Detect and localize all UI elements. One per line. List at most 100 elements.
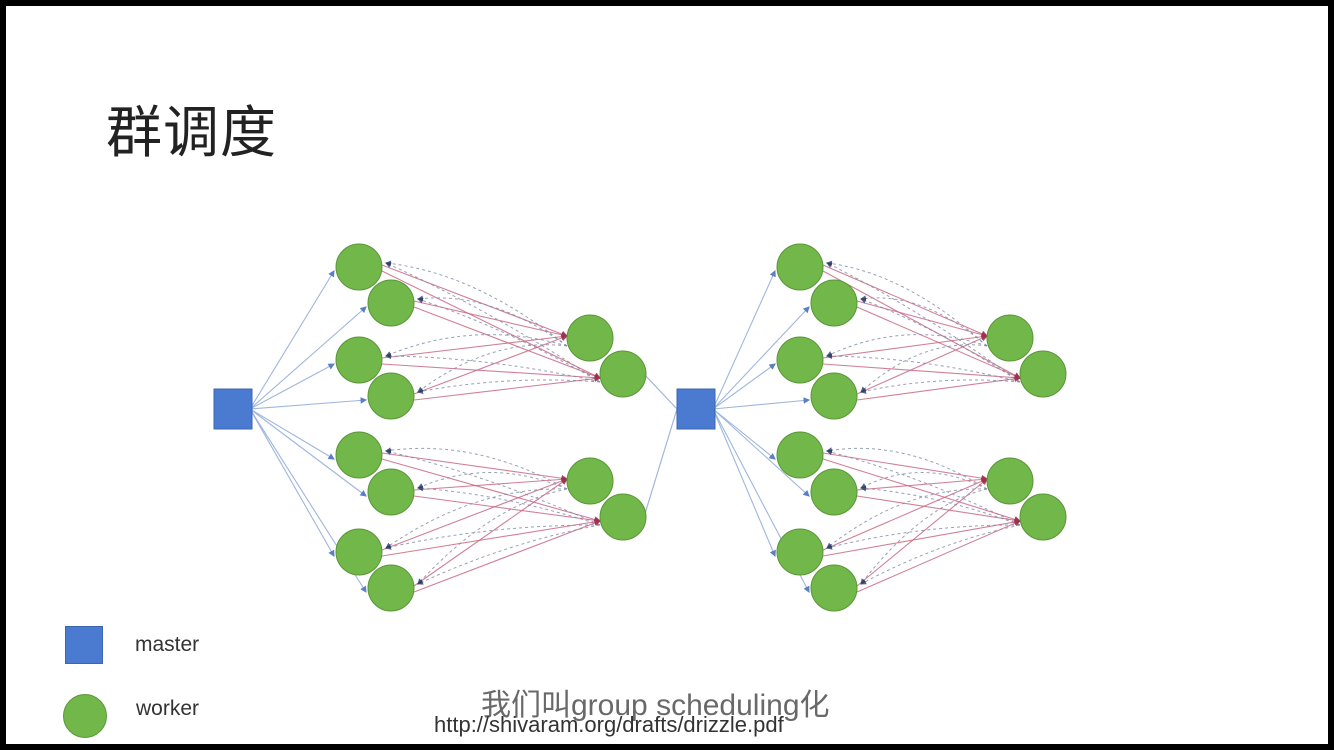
return-edge — [826, 353, 1021, 383]
return-edge — [417, 379, 601, 395]
worker-node — [335, 336, 383, 384]
data-edge — [413, 495, 602, 524]
data-edge — [822, 264, 989, 337]
data-edge — [413, 306, 602, 380]
worker-node — [599, 350, 647, 398]
worker-node — [335, 243, 383, 291]
connector-edge — [643, 408, 678, 518]
return-edge — [826, 449, 1021, 526]
return-edge — [385, 449, 601, 526]
dispatch-edge — [249, 408, 335, 557]
data-edge — [822, 458, 1022, 523]
nodes-layer — [213, 243, 1067, 612]
slide: 群调度 master worker 我们叫group scheduling化 h… — [6, 6, 1328, 744]
group-scheduling-diagram — [213, 243, 1067, 612]
worker-node — [776, 528, 824, 576]
return-edge — [826, 524, 1021, 550]
dispatch-edge — [712, 408, 776, 558]
source-url: http://shivaram.org/drafts/drizzle.pdf — [434, 712, 784, 737]
return-edge — [385, 334, 568, 357]
dispatch-edge — [712, 408, 810, 497]
data-edge — [822, 478, 989, 551]
dispatch-edge — [249, 306, 367, 410]
return-edge — [385, 447, 568, 490]
return-edge — [417, 472, 568, 490]
data-edge — [381, 518, 602, 557]
worker-node — [335, 431, 383, 479]
worker-node — [810, 279, 858, 327]
dispatch-edge — [712, 397, 811, 410]
connector-edge — [643, 373, 678, 410]
data-edge — [413, 478, 568, 587]
return-edge — [385, 260, 568, 347]
master-node — [676, 388, 716, 430]
return-edge — [385, 262, 601, 383]
data-edge — [381, 333, 569, 359]
data-edge — [856, 300, 989, 338]
legend-master-label: master — [135, 633, 200, 656]
data-edge — [856, 520, 1022, 593]
worker-node — [367, 564, 415, 612]
data-edge — [856, 375, 1022, 401]
dispatch-edge — [249, 270, 335, 410]
data-edge — [413, 519, 602, 593]
worker-node — [367, 468, 415, 516]
data-edge — [413, 300, 569, 338]
return-edge — [385, 353, 601, 383]
data-edge — [381, 458, 602, 523]
legend-worker-label: worker — [136, 697, 200, 720]
data-edge — [822, 333, 989, 359]
dispatch-edge — [712, 363, 776, 410]
dispatch-edge — [712, 269, 776, 410]
data-edge — [856, 478, 988, 587]
master-node — [213, 388, 253, 430]
data-edge — [856, 495, 1022, 524]
data-edge — [856, 335, 989, 395]
data-edge — [822, 518, 1022, 557]
dispatch-edge — [712, 408, 776, 460]
dispatch-edge — [249, 363, 335, 410]
return-edge — [385, 488, 568, 549]
worker-node — [810, 468, 858, 516]
data-edge — [381, 363, 602, 381]
data-edge — [413, 334, 569, 395]
data-edge — [381, 270, 601, 379]
dispatch-edge — [249, 397, 368, 410]
return-edge — [860, 344, 988, 393]
data-edge — [413, 375, 602, 401]
return-edge — [860, 488, 988, 585]
data-edge — [381, 264, 569, 338]
return-edge — [417, 485, 601, 526]
worker-node — [367, 372, 415, 420]
worker-node — [776, 336, 824, 384]
data-edge — [822, 363, 1022, 381]
slide-title: 群调度 — [106, 101, 277, 166]
return-edge — [826, 334, 988, 357]
worker-node — [810, 564, 858, 612]
return-edge — [860, 295, 988, 347]
legend-master-square — [65, 626, 103, 664]
return-edge — [417, 297, 601, 383]
worker-node — [986, 314, 1034, 362]
return-edge — [860, 472, 988, 490]
worker-node — [1019, 350, 1067, 398]
return-edge — [826, 260, 988, 347]
return-edge — [417, 488, 568, 585]
return-edge — [417, 295, 568, 347]
data-edge — [413, 476, 569, 491]
return-edge — [417, 344, 568, 393]
worker-node — [599, 493, 647, 541]
return-edge — [860, 524, 1021, 585]
return-edge — [860, 379, 1021, 394]
worker-node — [566, 457, 614, 505]
legend-worker-circle — [63, 694, 107, 738]
worker-node — [566, 314, 614, 362]
data-edge — [381, 477, 569, 551]
worker-node — [367, 279, 415, 327]
worker-node — [1019, 493, 1067, 541]
worker-node — [776, 431, 824, 479]
return-edge — [826, 262, 1021, 383]
caption-subtitle: 我们叫group scheduling化 — [481, 689, 830, 722]
dispatch-edge — [712, 306, 810, 410]
dispatch-edge — [249, 408, 367, 497]
